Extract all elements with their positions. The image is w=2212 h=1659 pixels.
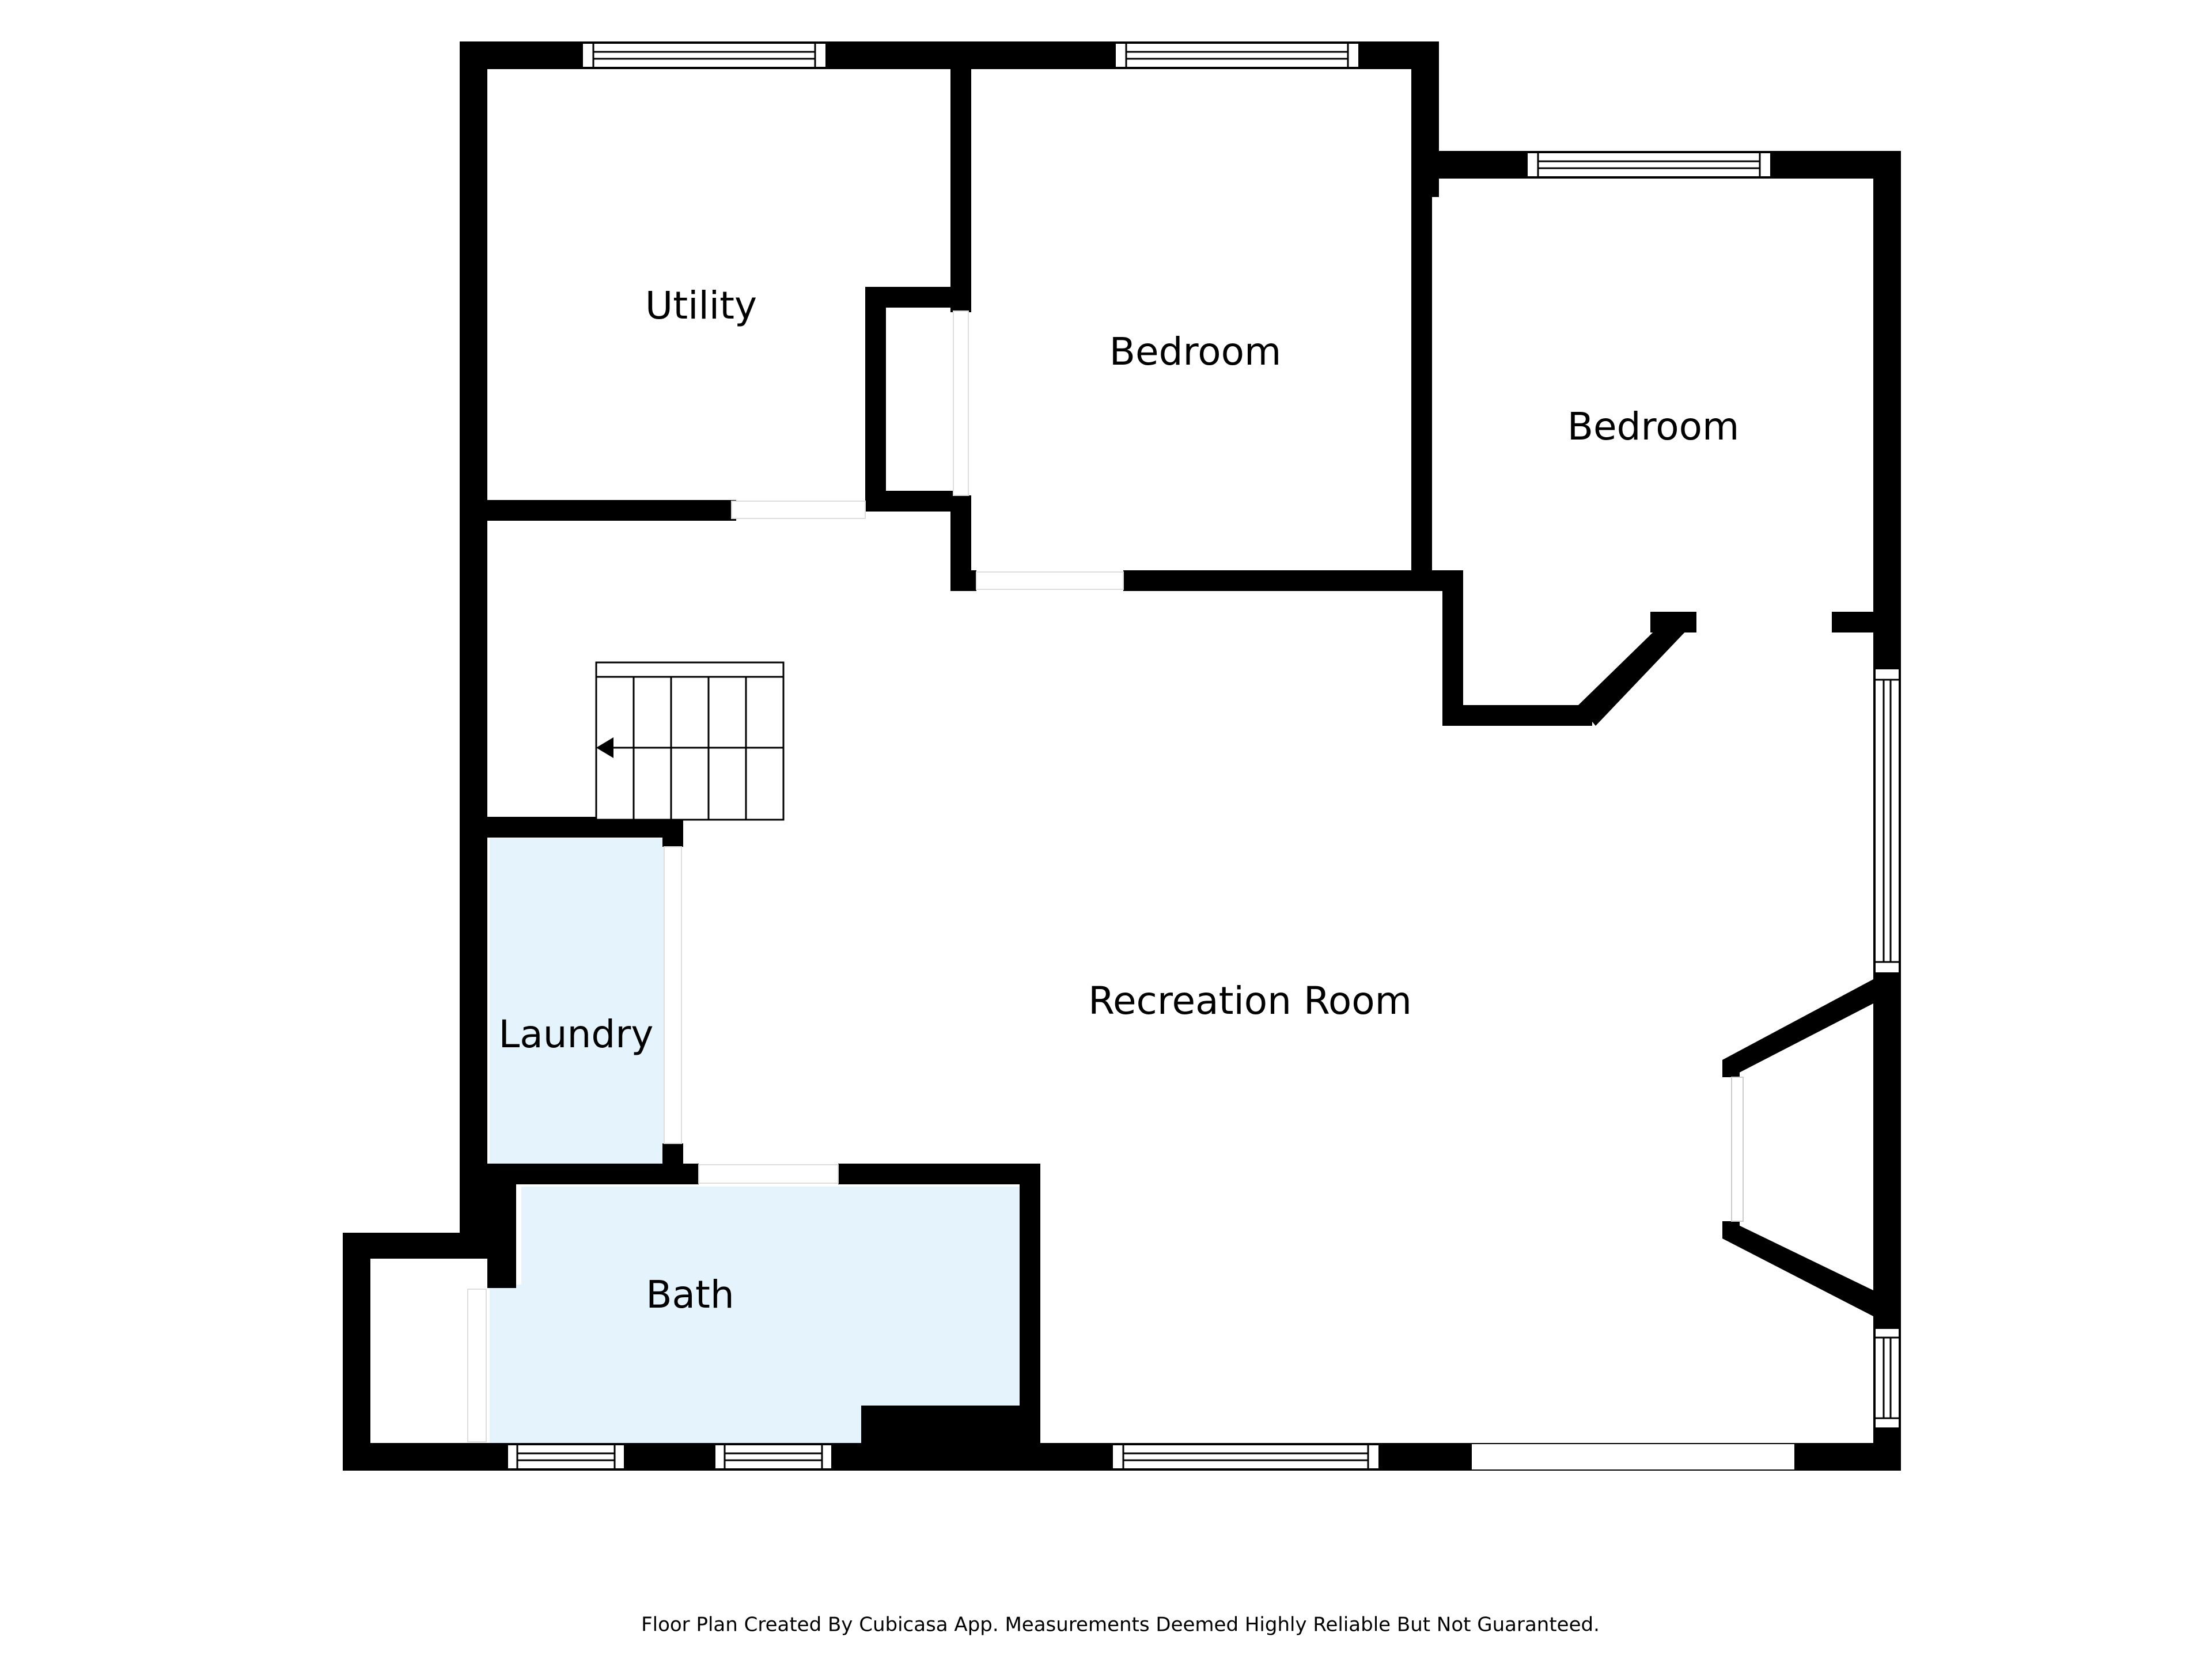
window <box>1525 151 1772 179</box>
room-label-bath: Bath <box>646 1272 734 1317</box>
door-openings <box>467 310 1832 1469</box>
window <box>1111 1443 1381 1471</box>
window <box>1873 1327 1901 1430</box>
laundry-fill <box>490 838 668 1169</box>
window <box>1873 667 1901 975</box>
room-label-utility: Utility <box>645 283 757 328</box>
interior-walls <box>460 41 1901 1471</box>
stair-direction-arrow-icon <box>596 737 613 758</box>
floor-plan-credit: Floor Plan Created By Cubicasa App. Meas… <box>641 1613 1600 1637</box>
window <box>1113 41 1361 69</box>
room-label-recreation-room: Recreation Room <box>1088 979 1412 1023</box>
room-label-bedroom-2: Bedroom <box>1567 404 1740 449</box>
window <box>713 1443 834 1471</box>
room-label-bedroom-1: Bedroom <box>1109 329 1282 374</box>
bath-fill <box>490 1187 1029 1443</box>
room-label-laundry: Laundry <box>499 1012 654 1056</box>
windows <box>506 41 1901 1471</box>
window <box>506 1443 626 1471</box>
staircase <box>595 661 785 821</box>
window <box>581 41 828 69</box>
